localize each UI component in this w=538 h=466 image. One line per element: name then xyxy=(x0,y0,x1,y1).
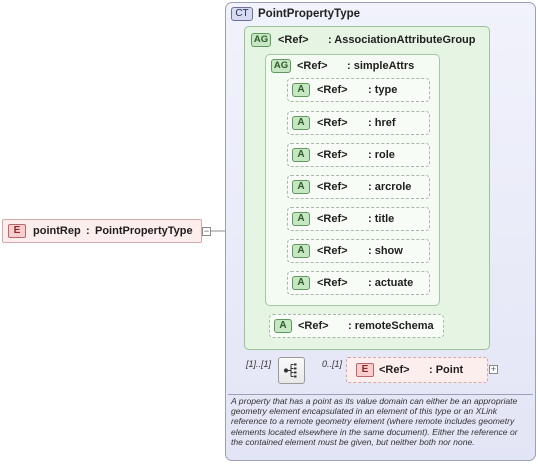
attribute-badge: A xyxy=(274,319,292,333)
expand-toggle-icon[interactable]: + xyxy=(489,364,498,374)
attribute-ref: <Ref> xyxy=(317,181,348,193)
element-point[interactable]: E <Ref> : Point xyxy=(346,357,488,383)
sequence-compositor[interactable] xyxy=(278,357,305,384)
element-type-separator: : xyxy=(86,225,90,237)
attribute-badge: A xyxy=(292,148,310,162)
attribute-badge: A xyxy=(292,276,310,290)
attribute-remoteschema[interactable]: A <Ref> : remoteSchema xyxy=(269,314,444,338)
attribute-group-name: : simpleAttrs xyxy=(347,60,415,72)
element-name: pointRep xyxy=(33,225,81,237)
attribute-arcrole[interactable]: A <Ref> : arcrole xyxy=(287,175,430,199)
attribute-ref: <Ref> xyxy=(317,277,348,289)
sequence-icon xyxy=(283,363,297,378)
attribute-ref: <Ref> xyxy=(317,149,348,161)
element-name: : Point xyxy=(429,364,464,376)
collapse-toggle-icon[interactable]: − xyxy=(202,226,211,236)
attribute-name: : href xyxy=(368,117,396,129)
element-type: PointPropertyType xyxy=(95,225,193,237)
attribute-name: : arcrole xyxy=(368,181,412,193)
attribute-badge: A xyxy=(292,212,310,226)
attribute-badge: A xyxy=(292,180,310,194)
attribute-group-ref: <Ref> xyxy=(297,60,328,72)
complex-type-badge: CT xyxy=(231,7,253,21)
sequence-cardinality: [1]..[1] xyxy=(246,359,272,369)
element-pointrep[interactable]: E pointRep : PointPropertyType xyxy=(2,219,202,243)
attribute-group-ref: <Ref> xyxy=(278,34,309,46)
attribute-badge: A xyxy=(292,244,310,258)
attribute-actuate[interactable]: A <Ref> : actuate xyxy=(287,271,430,295)
attribute-role[interactable]: A <Ref> : role xyxy=(287,143,430,167)
element-badge: E xyxy=(8,224,26,238)
attribute-badge: A xyxy=(292,83,310,97)
documentation-text: A property that has a point as its value… xyxy=(231,396,518,447)
attribute-name: : show xyxy=(368,245,403,257)
attribute-name: : role xyxy=(368,149,395,161)
element-ref: <Ref> xyxy=(379,364,410,376)
attribute-group-badge: AG xyxy=(251,33,271,47)
attribute-group-name: : AssociationAttributeGroup xyxy=(328,34,476,46)
element-badge: E xyxy=(356,363,374,377)
documentation-separator xyxy=(228,394,533,395)
attribute-ref: <Ref> xyxy=(298,320,329,332)
attribute-title[interactable]: A <Ref> : title xyxy=(287,207,430,231)
attribute-name: : remoteSchema xyxy=(348,320,434,332)
attribute-href[interactable]: A <Ref> : href xyxy=(287,111,430,135)
attribute-group-badge: AG xyxy=(271,59,291,73)
attribute-name: : type xyxy=(368,84,398,96)
attribute-ref: <Ref> xyxy=(317,245,348,257)
complex-type-title: PointPropertyType xyxy=(258,8,361,20)
attribute-badge: A xyxy=(292,116,310,130)
attribute-type[interactable]: A <Ref> : type xyxy=(287,78,430,102)
attribute-show[interactable]: A <Ref> : show xyxy=(287,239,430,263)
point-cardinality: 0..[1] xyxy=(322,359,343,369)
attribute-ref: <Ref> xyxy=(317,213,348,225)
attribute-name: : title xyxy=(368,213,395,225)
attribute-ref: <Ref> xyxy=(317,117,348,129)
attribute-name: : actuate xyxy=(368,277,414,289)
attribute-ref: <Ref> xyxy=(317,84,348,96)
